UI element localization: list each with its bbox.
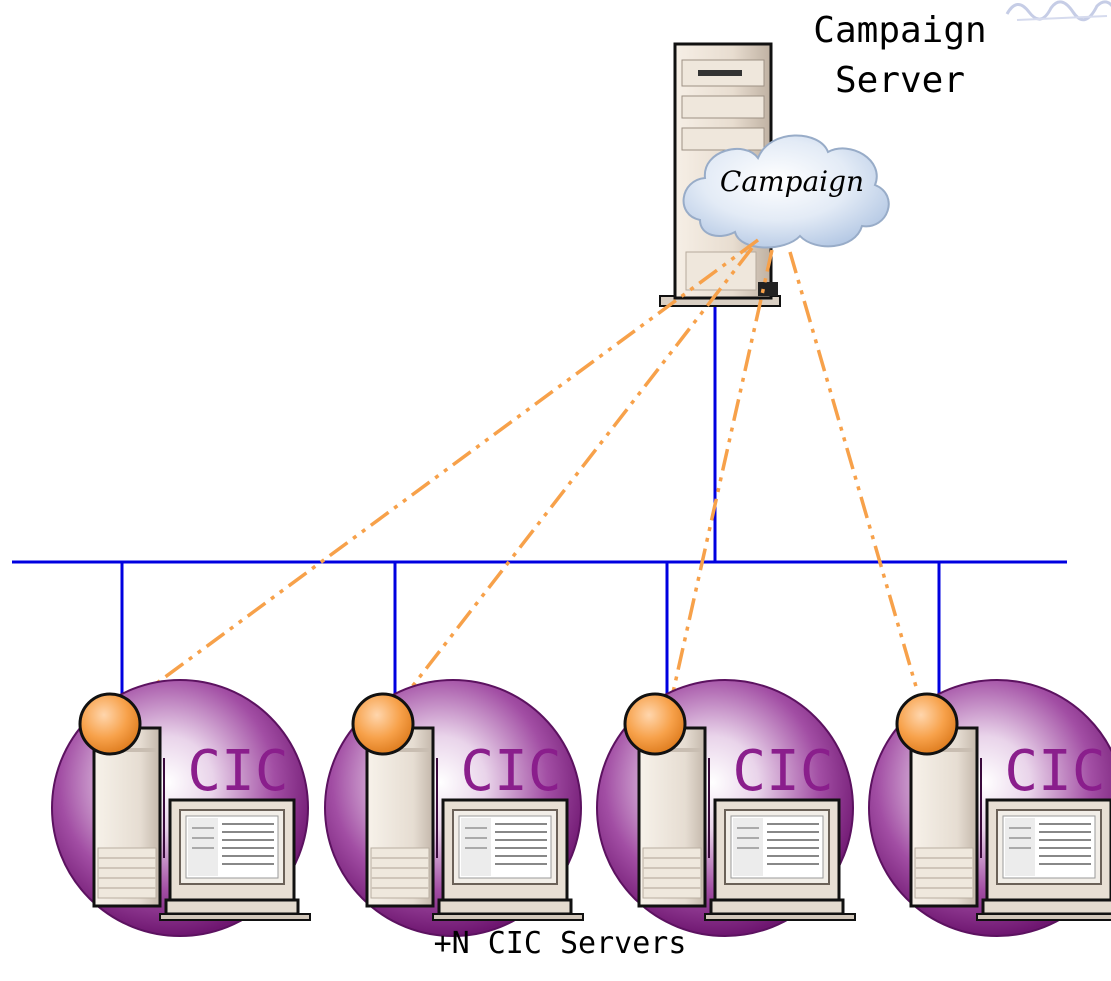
- cic-server-4: CIC: [868, 679, 1111, 937]
- cic-label: CIC: [732, 739, 833, 804]
- decorative-watermark: [1005, 0, 1111, 22]
- node-marker-icon: [895, 692, 959, 756]
- campaign-server-label-line2: Server: [834, 60, 966, 101]
- cic-label: CIC: [187, 739, 288, 804]
- campaign-server-label-line1: Campaign: [813, 10, 987, 51]
- node-marker-icon: [78, 692, 142, 756]
- cic-label: CIC: [460, 739, 561, 804]
- cic-server-3: CIC: [596, 679, 857, 937]
- campaign-links: [136, 238, 919, 699]
- node-marker-icon: [623, 692, 687, 756]
- cic-label: CIC: [1004, 739, 1105, 804]
- cic-server-1: CIC: [51, 679, 312, 937]
- cic-server-2: CIC: [324, 679, 585, 937]
- network-backbone: [12, 300, 1067, 700]
- campaign-server-label: Campaign Server: [790, 6, 1010, 106]
- cloud-label: Campaign: [720, 165, 864, 198]
- node-marker-icon: [351, 692, 415, 756]
- cic-servers-caption: +N CIC Servers: [433, 926, 687, 961]
- campaign-cloud-icon: [682, 134, 890, 249]
